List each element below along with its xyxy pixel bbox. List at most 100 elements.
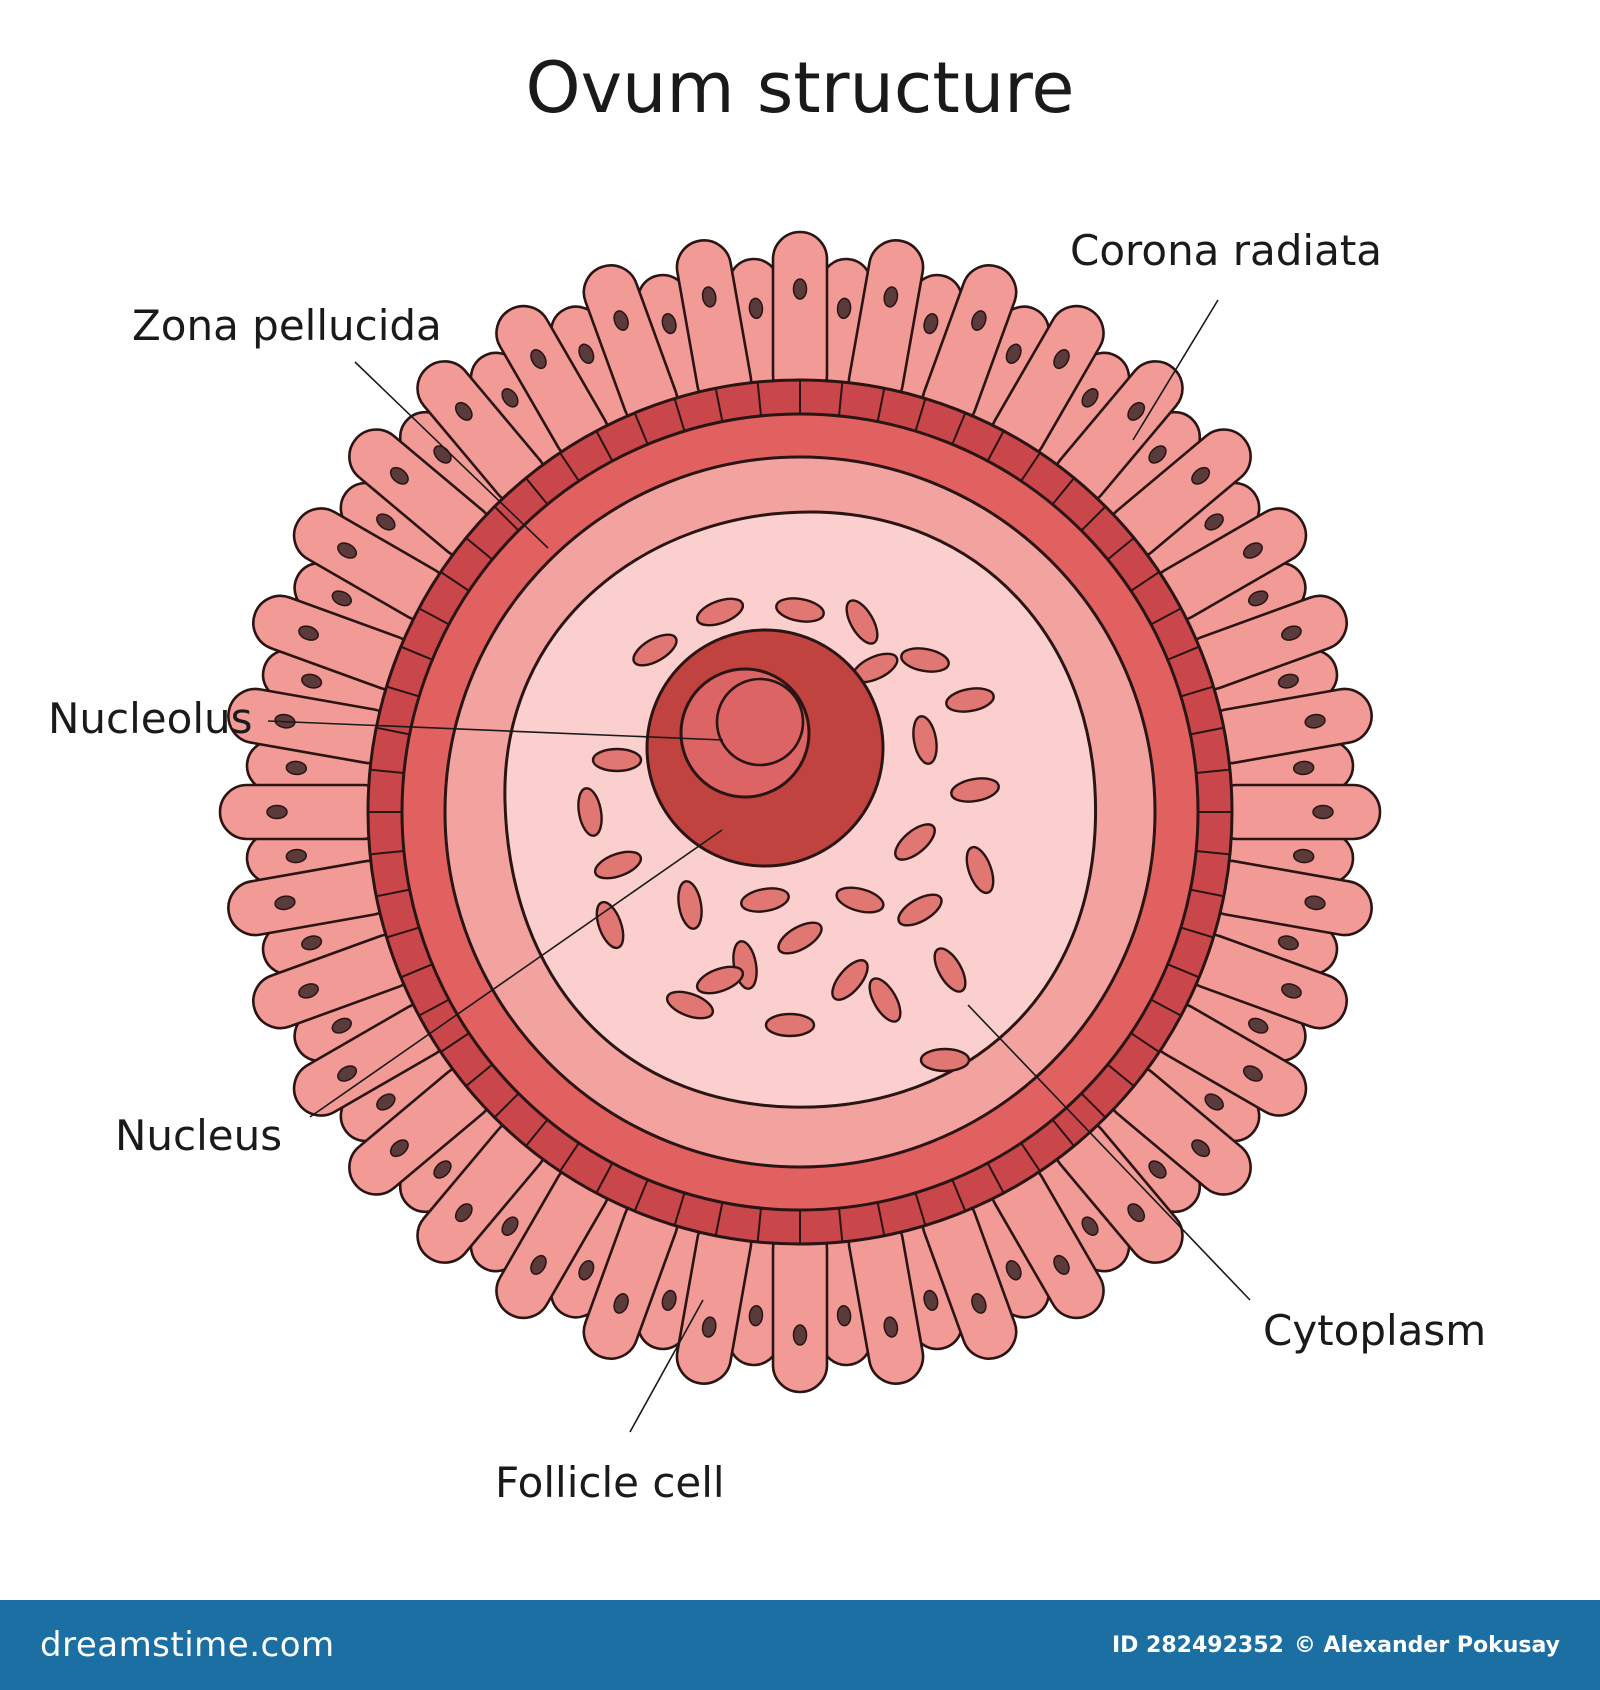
follicle-cell-nucleus: [389, 466, 409, 485]
zona-segment: [1167, 963, 1200, 979]
leader-nucleolus: [267, 720, 724, 741]
zona-segment: [1020, 1142, 1041, 1172]
follicle-cell: [582, 264, 679, 430]
zona-segment: [369, 768, 405, 774]
follicle-cell-nucleus: [337, 1065, 358, 1082]
zona-segment: [838, 1207, 844, 1243]
follicle-cell-nucleus: [1248, 1017, 1269, 1034]
follicle-cell: [416, 360, 548, 506]
label-zona-pellucida: Zona pellucida: [132, 301, 442, 350]
follicle-cell: [921, 264, 1018, 430]
follicle-cell-nucleus: [613, 310, 629, 331]
follicle-cell-nucleus: [331, 590, 352, 607]
brand-logo: dreamstime.com: [40, 1625, 335, 1665]
follicle-cell-nucleus: [454, 1203, 473, 1223]
follicle-cell-nucleus: [501, 388, 519, 408]
zona-segment: [595, 430, 614, 462]
zona-segment: [756, 381, 762, 417]
zona-segment: [369, 850, 405, 856]
follicle-cell-nucleus: [1277, 673, 1299, 689]
cytoplasm-granule: [591, 747, 643, 773]
zona-segment: [633, 412, 649, 445]
zona-segment: [525, 477, 549, 505]
zona-segment: [1107, 1063, 1135, 1087]
zona-segment: [400, 645, 433, 661]
follicle-cell-nucleus: [1081, 388, 1099, 408]
zona-segment: [1130, 571, 1160, 592]
zona-segment: [673, 398, 686, 432]
cytoplasm-granule: [845, 599, 879, 645]
zona-segment: [1180, 926, 1214, 939]
follicle-cell-nucleus: [1191, 466, 1211, 485]
cytoplasm-granule: [695, 597, 745, 627]
follicle-cell-nucleus: [301, 673, 323, 689]
zona-segment: [465, 1063, 493, 1087]
zona-segment: [986, 430, 1005, 462]
follicle-cell-nucleus: [454, 401, 473, 421]
zona-segment: [595, 1162, 614, 1194]
zona-segment: [493, 505, 520, 532]
cytoplasm-granule: [632, 633, 678, 667]
zona-segment: [951, 412, 967, 445]
zona-segment: [386, 926, 420, 939]
follicle-cell-nucleus: [1204, 513, 1224, 531]
follicle-cell: [847, 1214, 925, 1385]
cytoplasm-granule: [945, 687, 995, 713]
follicle-cell-nucleus: [836, 1304, 852, 1327]
zona-segment: [493, 1092, 520, 1119]
zona-segment: [714, 388, 724, 422]
follicle-cell-nucleus: [331, 1017, 352, 1034]
zona-segment: [559, 452, 580, 482]
follicle-cell: [771, 1220, 829, 1394]
follicle-cell-nucleus: [1304, 895, 1326, 911]
label-cytoplasm: Cytoplasm: [1263, 1306, 1486, 1355]
cytoplasm-granule: [740, 887, 790, 913]
follicle-cell-nucleus: [1292, 760, 1315, 776]
cytoplasm-granule: [677, 880, 703, 930]
cytoplasm-granule: [831, 959, 869, 1001]
follicle-cell: [348, 1064, 494, 1196]
zona-segment: [1167, 645, 1200, 661]
follicle-cell-nucleus: [298, 625, 319, 641]
zona-segment: [714, 1202, 724, 1236]
cytoplasm-granule: [933, 947, 967, 993]
leader-nucleus: [309, 829, 723, 1118]
cytoplasm-granule: [868, 977, 902, 1023]
zona-segment: [1150, 998, 1182, 1017]
zona-segment: [876, 1202, 886, 1236]
corona-radiata-cells: [218, 230, 1382, 1394]
follicle-cell-body: [218, 783, 392, 841]
follicle-cell-nucleus: [266, 804, 288, 820]
follicle-cell-nucleus: [1242, 1065, 1263, 1082]
cytoplasm-granule: [593, 850, 643, 880]
follicle-cell-nucleus: [836, 297, 852, 320]
image-credit: ID 282492352 © Alexander Pokusay: [1112, 1633, 1560, 1658]
label-corona-radiata: Corona radiata: [1070, 226, 1382, 275]
leader-corona-radiata: [1132, 299, 1219, 441]
zona-segment: [376, 888, 410, 898]
follicle-cell-nucleus: [748, 297, 764, 320]
follicle-cell-nucleus: [1248, 590, 1269, 607]
follicle-cell-nucleus: [1127, 1203, 1146, 1223]
zona-segment: [1051, 1119, 1075, 1147]
follicle-cell-nucleus: [578, 343, 595, 364]
cytoplasm-granule: [919, 1047, 971, 1073]
follicle-cell: [675, 239, 753, 410]
follicle-cell-nucleus: [1053, 349, 1070, 370]
follicle-cell-nucleus: [1148, 1160, 1167, 1179]
zona-segment: [386, 685, 420, 698]
cytoplasm-granule: [950, 777, 1000, 803]
follicle-cell-nucleus: [883, 286, 899, 308]
follicle-cell-nucleus: [1005, 343, 1022, 364]
follicle-cell-body: [771, 230, 829, 404]
follicle-cell-nucleus: [530, 1254, 547, 1275]
cytoplasm-granule: [897, 893, 943, 927]
follicle-cell-nucleus: [971, 1293, 987, 1314]
follicle-cell-nucleus: [1053, 1254, 1070, 1275]
zona-segment: [525, 1119, 549, 1147]
ovum-interior: [443, 455, 1157, 1169]
cytoplasm-granule: [577, 787, 603, 837]
zona-segment: [1190, 888, 1224, 898]
follicle-cell-nucleus: [971, 310, 987, 331]
follicle-cell-nucleus: [1148, 445, 1167, 464]
